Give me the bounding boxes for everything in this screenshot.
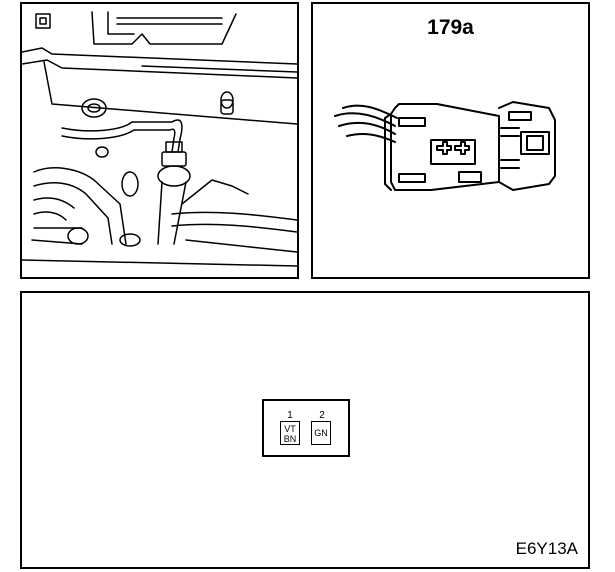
connector-pinout-face: 1 2 VT BN GN [262, 399, 350, 457]
connector-drawing [334, 101, 556, 191]
pin-2-number: 2 [319, 410, 325, 421]
connector-id-label: 179a [427, 16, 474, 39]
pin-1-number: 1 [287, 410, 293, 421]
connector-illustration: 179a [311, 2, 590, 279]
engine-location-illustration [20, 2, 299, 279]
figure-code: E6Y13A [515, 539, 578, 558]
engine-bay-drawing [22, 11, 297, 267]
pin-2-wire-color-1: GN [314, 428, 328, 438]
pin-1-cavity: VT BN [280, 421, 300, 445]
pin-1-wire-color-1: VT [284, 424, 296, 434]
pin-2-cavity: GN [311, 421, 331, 445]
pin-1-wire-color-2: BN [283, 434, 297, 444]
pinout-panel: 1 2 VT BN GN E6Y13A [20, 291, 590, 569]
